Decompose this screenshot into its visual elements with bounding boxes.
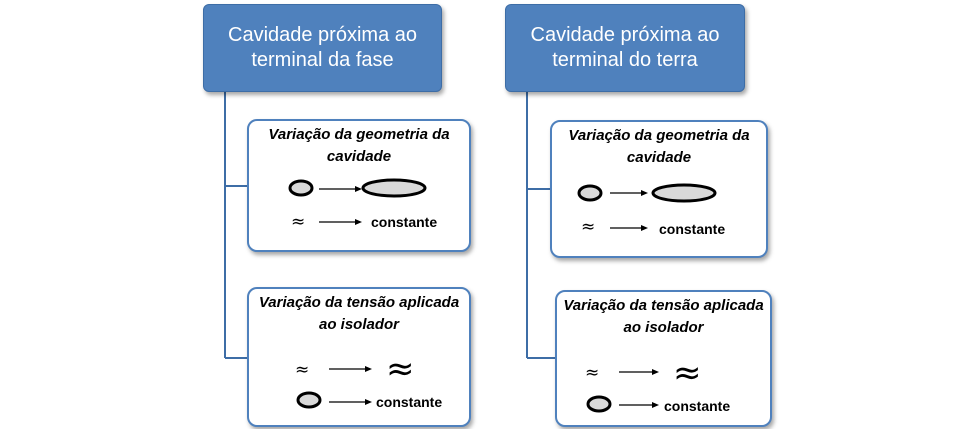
arrow-head-icon	[641, 190, 648, 196]
approx-symbol: ≈	[295, 360, 310, 380]
card-voltage-ground-graphics	[586, 369, 659, 413]
header-ground-terminal-label: Cavidade próxima ao terminal do terra	[530, 24, 720, 71]
result-label: constante	[371, 214, 438, 230]
card-voltage-ground-title: Variação da tensão aplicada ao isolador	[563, 297, 764, 336]
small-cavity-icon	[586, 395, 612, 413]
small-cavity-icon	[288, 179, 314, 197]
card-voltage-phase: Variação da tensão aplicada ao isolador …	[247, 287, 471, 427]
result-label: constante	[376, 394, 443, 410]
header-phase-terminal: Cavidade próxima ao terminal da fase	[203, 4, 442, 92]
card-voltage-phase-title: Variação da tensão aplicada ao isolador	[258, 294, 460, 333]
result-label: constante	[659, 221, 726, 237]
large-cavity-icon	[361, 178, 427, 198]
small-cavity-icon	[296, 391, 322, 409]
arrow-head-icon	[652, 402, 659, 408]
card-geometry-ground-graphics	[577, 183, 717, 231]
arrow-head-icon	[641, 225, 648, 231]
card-voltage-ground: Variação da tensão aplicada ao isolador …	[555, 290, 772, 427]
strong-approx-symbol: ≈	[386, 349, 415, 389]
card-geometry-phase: Variação da geometria da cavidade ≈ cons…	[247, 119, 471, 252]
card-geometry-phase-title: Variação da geometria da cavidade	[268, 126, 450, 165]
small-cavity-icon	[577, 184, 603, 202]
approx-symbol: ≈	[581, 217, 596, 237]
arrow-head-icon	[652, 369, 659, 375]
arrow-head-icon	[365, 366, 372, 372]
strong-approx-symbol: ≈	[673, 353, 702, 393]
header-phase-terminal-label: Cavidade próxima ao terminal da fase	[228, 24, 417, 71]
approx-symbol: ≈	[585, 363, 600, 383]
arrow-head-icon	[355, 186, 362, 192]
arrow-head-icon	[355, 219, 362, 225]
card-geometry-ground-title: Variação da geometria da cavidade	[568, 127, 750, 166]
card-geometry-ground: Variação da geometria da cavidade ≈ cons…	[550, 120, 768, 258]
result-label: constante	[664, 398, 731, 414]
header-ground-terminal: Cavidade próxima ao terminal do terra	[505, 4, 745, 92]
card-geometry-phase-graphics	[288, 178, 427, 225]
card-voltage-phase-graphics	[296, 366, 372, 409]
arrow-head-icon	[365, 399, 372, 405]
approx-symbol: ≈	[291, 212, 306, 232]
large-cavity-icon	[651, 183, 717, 203]
